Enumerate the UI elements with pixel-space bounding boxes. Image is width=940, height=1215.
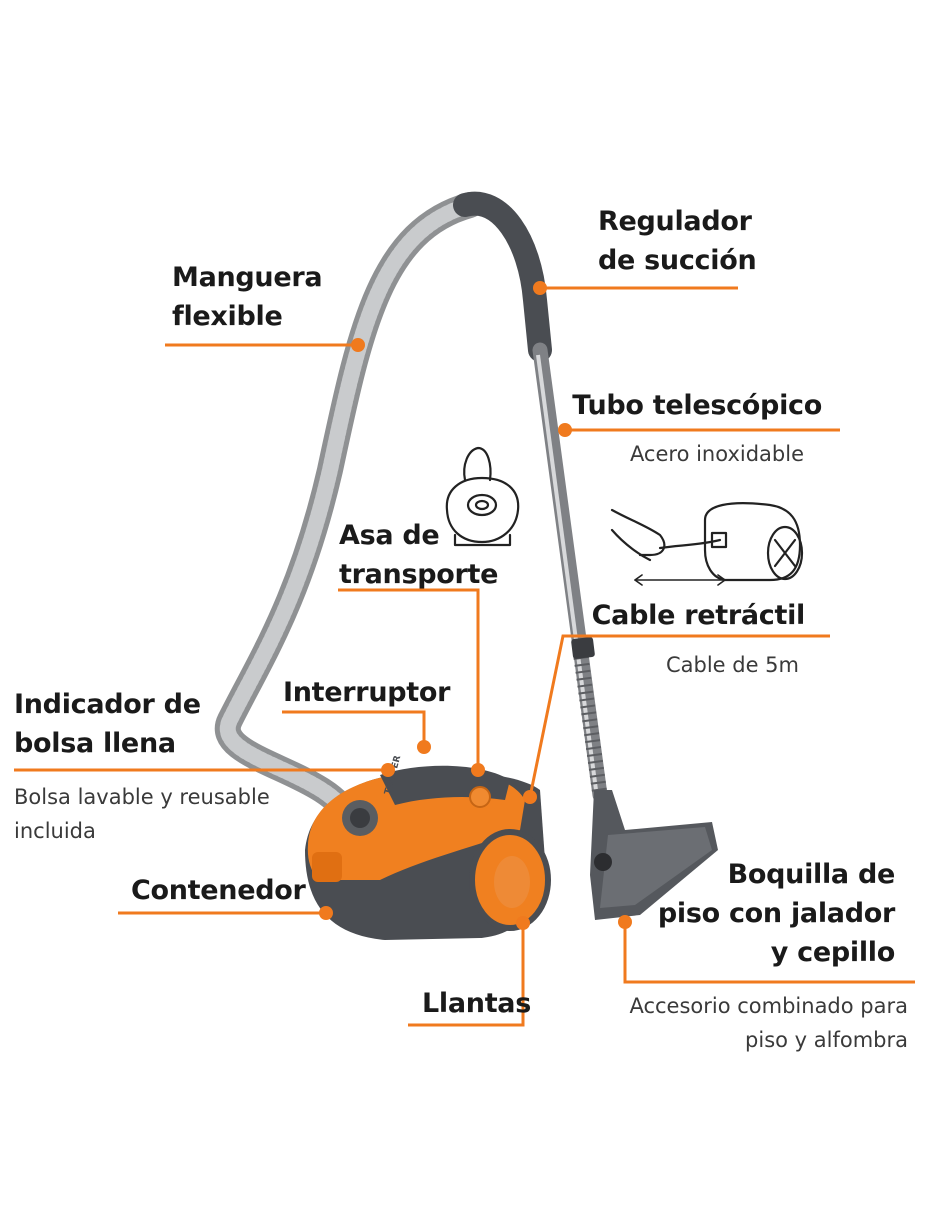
label-llantas-title: Llantas	[422, 988, 531, 1019]
label-manguera-title: Manguera flexible	[172, 262, 323, 332]
label-cable-title: Cable retráctil	[591, 600, 806, 631]
dot-manguera	[351, 338, 365, 352]
dot-regulador	[533, 281, 547, 295]
dot-boquilla	[618, 915, 632, 929]
label-asa-title: Asa de transporte	[339, 520, 499, 590]
leader-cable	[528, 634, 830, 798]
label-tubo-subtitle: Acero inoxidable	[629, 442, 804, 466]
floor-nozzle-top	[600, 827, 712, 908]
dot-llantas	[516, 916, 530, 930]
leader-boquilla	[623, 922, 915, 984]
leader-llantas	[408, 923, 525, 1027]
label-contenedor-title: Contenedor	[131, 875, 306, 906]
telescopic-tube-shine	[536, 354, 598, 791]
label-tubo-title: Tubo telescópico	[572, 390, 822, 421]
dot-cable	[523, 790, 537, 804]
label-regulador-title: Regulador de succión	[598, 206, 757, 276]
tube-joint	[571, 637, 595, 659]
label-interruptor-title: Interruptor	[283, 677, 451, 708]
label-cable-subtitle: Cable de 5m	[665, 653, 799, 677]
leader-asa	[338, 588, 480, 770]
wheel-hub	[494, 856, 530, 908]
callout-leaders	[14, 286, 915, 1027]
container-lid	[312, 852, 342, 882]
dot-contenedor	[319, 906, 333, 920]
label-indicador-subtitle: Bolsa lavable y reusable incluida	[14, 785, 270, 843]
flexible-hose-highlight	[219, 197, 478, 828]
power-button	[469, 786, 491, 808]
handle	[453, 191, 552, 362]
hose-port-inner	[350, 808, 370, 828]
leader-interruptor	[282, 710, 426, 747]
carry-handle-sketch	[445, 446, 520, 547]
dot-asa	[471, 763, 485, 777]
dot-indicador	[381, 763, 395, 777]
label-indicador-title: Indicador de bolsa llena	[14, 689, 201, 759]
dot-interruptor	[417, 740, 431, 754]
label-boquilla-title: Boquilla de piso con jalador y cepillo	[657, 859, 895, 968]
label-boquilla-subtitle: Accesorio combinado para piso y alfombra	[629, 994, 908, 1052]
dot-tubo	[558, 423, 572, 437]
retractable-cable-sketch	[610, 502, 804, 586]
callout-dots	[319, 281, 632, 930]
nozzle-wheel	[594, 853, 612, 871]
